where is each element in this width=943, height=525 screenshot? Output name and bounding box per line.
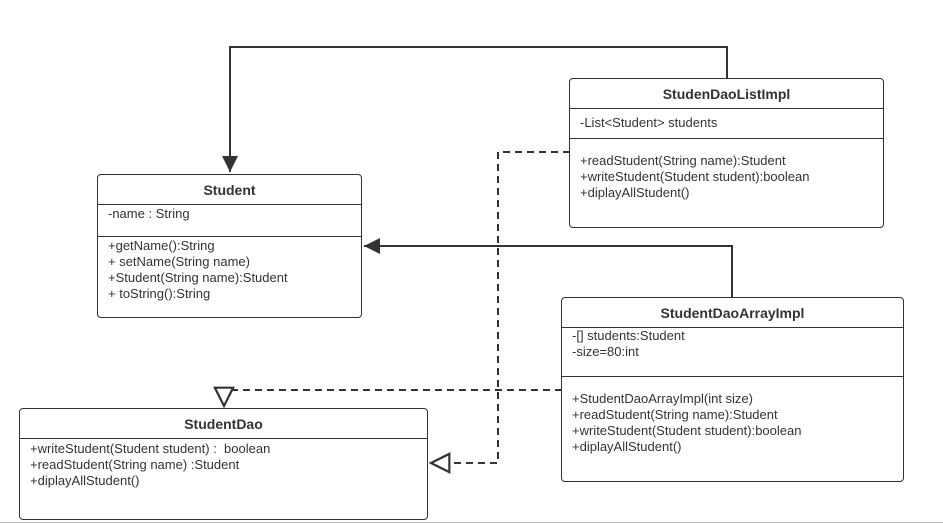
operation: +readStudent(String name):Student <box>580 153 786 168</box>
operation: +diplayAllStudent() <box>30 473 140 488</box>
attributes-section: -name : String <box>98 205 361 237</box>
operation: +readStudent(String name):Student <box>572 407 778 422</box>
class-student[interactable]: Student -name : String +getName():String… <box>97 174 362 318</box>
operation: +writeStudent(Student student):boolean <box>580 169 810 184</box>
attribute: -List<Student> students <box>580 115 718 130</box>
class-title: Student <box>98 175 361 205</box>
association-list-impl-to-student <box>222 46 728 172</box>
attribute: -size=80:int <box>572 344 639 359</box>
class-student-dao-array-impl[interactable]: StudentDaoArrayImpl -[] students:Student… <box>561 297 904 482</box>
class-student-dao[interactable]: StudentDao +writeStudent(Student student… <box>19 408 428 520</box>
realization-array-impl-to-dao <box>224 390 562 406</box>
operations-section: +writeStudent(Student student) : boolean… <box>20 439 427 491</box>
operation: +Student(String name):Student <box>108 270 288 285</box>
operation: +diplayAllStudent() <box>580 185 690 200</box>
operation: + toString():String <box>108 286 211 301</box>
operations-section: +readStudent(String name):Student +write… <box>570 139 883 203</box>
operation: +diplayAllStudent() <box>572 439 682 454</box>
attributes-section: -[] students:Student -size=80:int <box>562 328 903 377</box>
class-title: StudentDaoArrayImpl <box>562 298 903 328</box>
operation: +readStudent(String name) :Student <box>30 457 240 472</box>
operation: + setName(String name) <box>108 254 250 269</box>
operations-section: +getName():String + setName(String name)… <box>98 237 361 304</box>
operation: +writeStudent(Student student) : boolean <box>30 441 271 456</box>
class-studen-dao-list-impl[interactable]: StudenDaoListImpl -List<Student> student… <box>569 78 884 228</box>
operation: +StudentDaoArrayImpl(int size) <box>572 391 753 406</box>
attributes-section: -List<Student> students <box>570 109 883 139</box>
attribute: -[] students:Student <box>572 328 685 343</box>
class-title: StudentDao <box>20 409 427 439</box>
association-array-impl-to-student <box>364 238 733 298</box>
bottom-divider <box>0 522 943 523</box>
operation: +writeStudent(Student student):boolean <box>572 423 802 438</box>
realization-list-impl-to-dao <box>431 151 570 463</box>
class-title: StudenDaoListImpl <box>570 79 883 109</box>
operations-section: +StudentDaoArrayImpl(int size) +readStud… <box>562 377 903 457</box>
operation: +getName():String <box>108 238 215 253</box>
attribute: -name : String <box>108 206 190 221</box>
